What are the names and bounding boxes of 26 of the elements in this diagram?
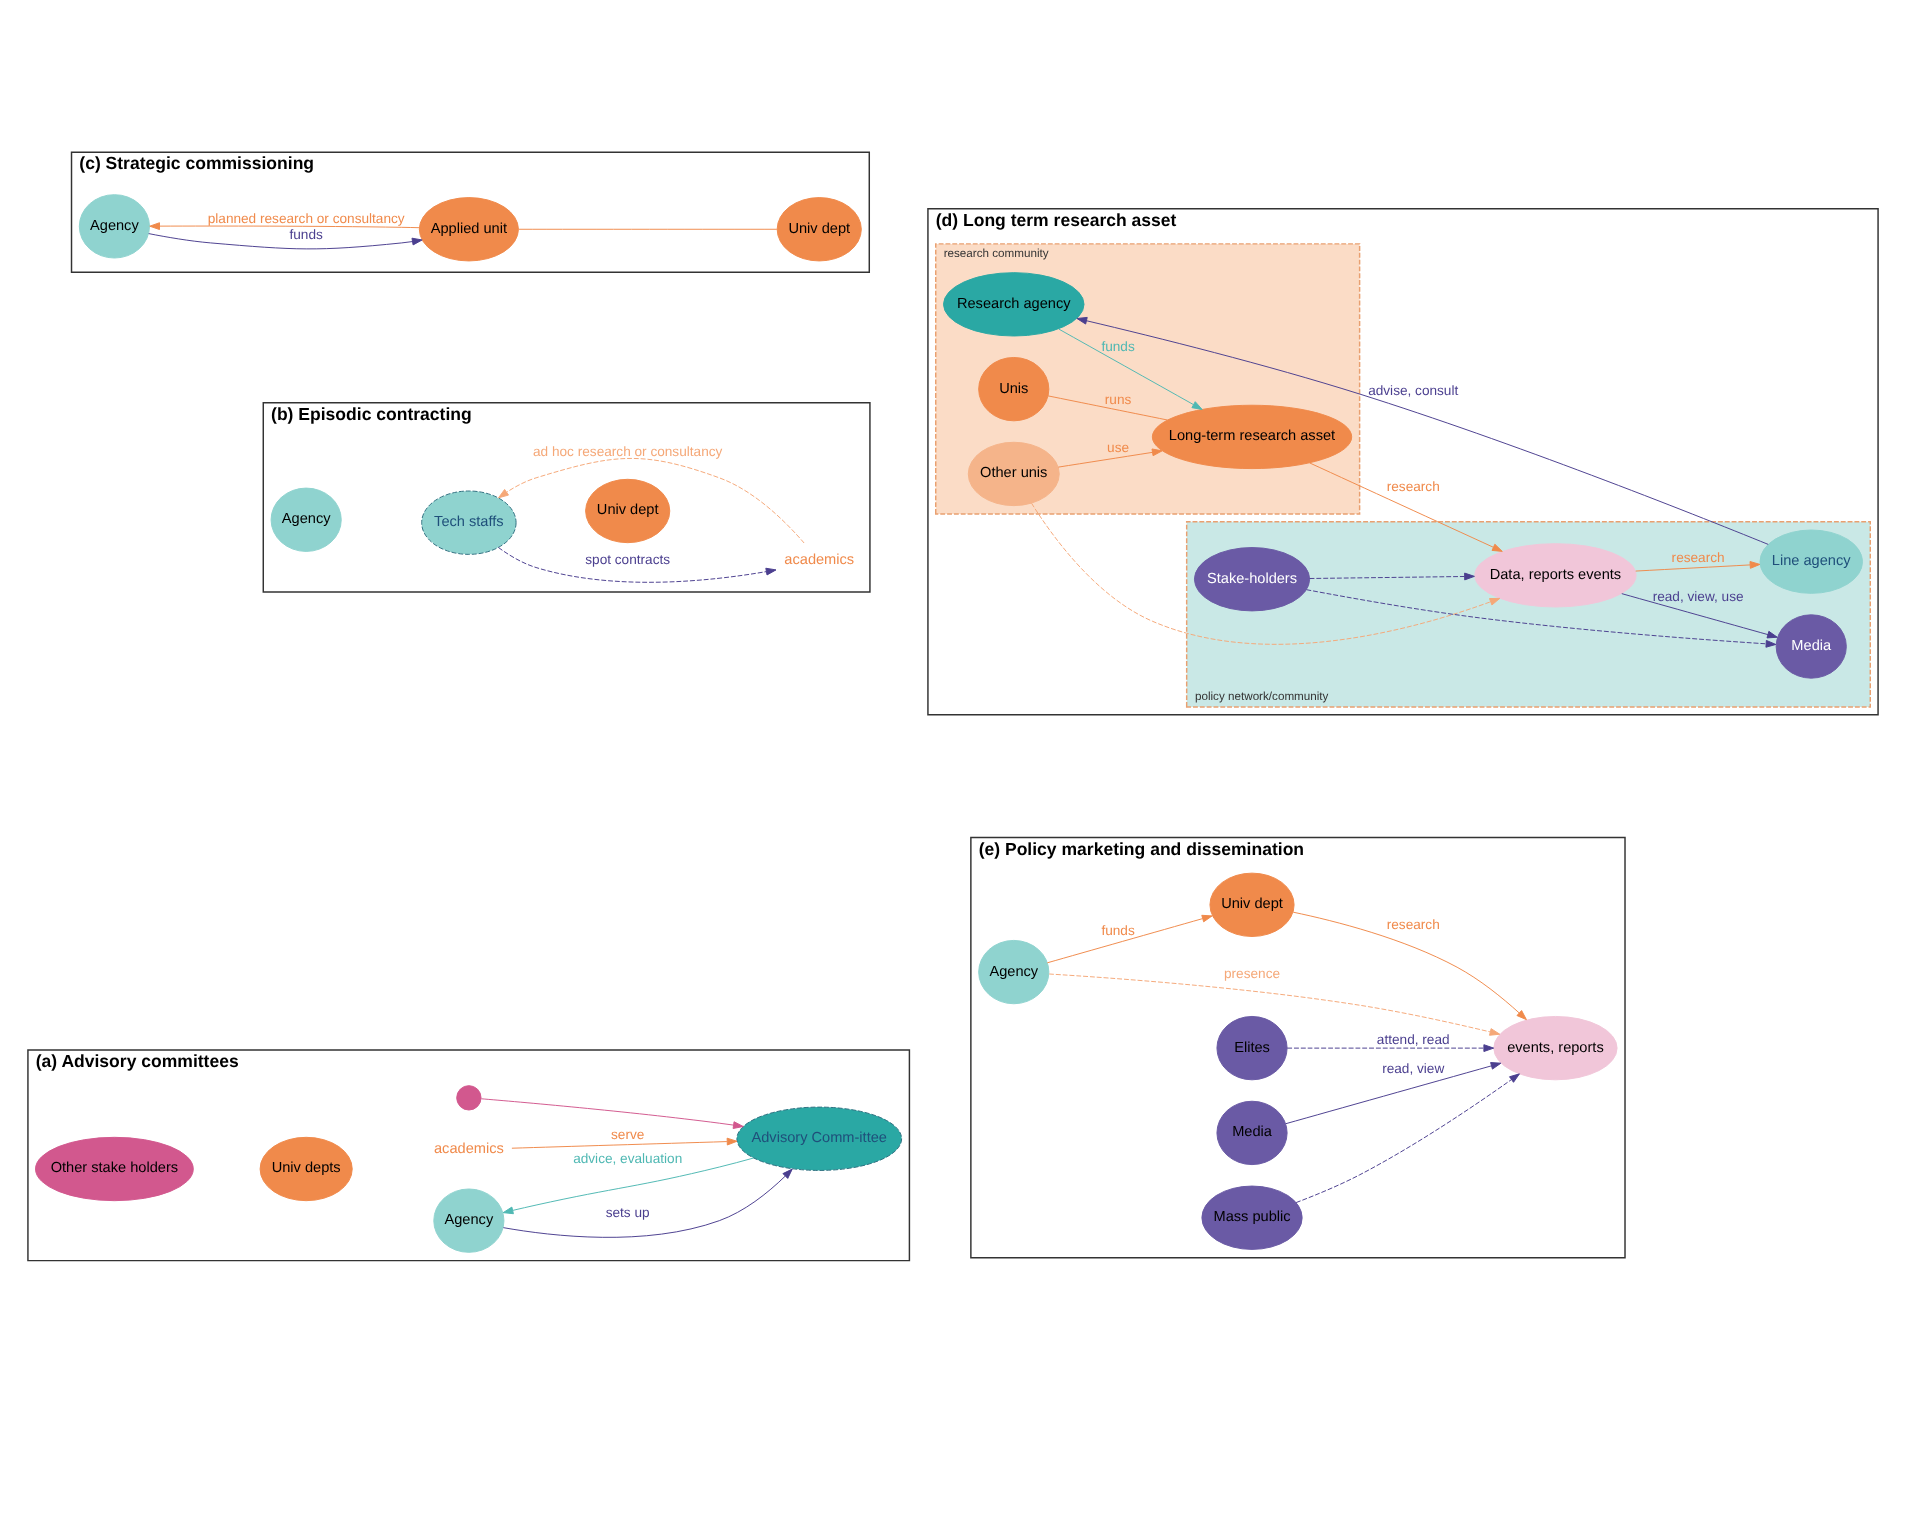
arrow <box>502 1167 793 1237</box>
arrow <box>148 232 423 249</box>
arrow <box>1621 592 1778 638</box>
arrow <box>149 221 420 230</box>
arrow <box>1285 1061 1502 1124</box>
arrow <box>480 1097 744 1128</box>
arrow <box>1031 501 1501 644</box>
connector <box>518 227 778 229</box>
arrow <box>1295 1072 1520 1203</box>
arrow <box>1292 910 1527 1020</box>
arrow <box>502 1156 754 1214</box>
arrow <box>1306 588 1777 647</box>
arrow <box>1309 571 1475 580</box>
arrow <box>1076 315 1769 544</box>
arrow <box>1058 327 1203 409</box>
arrow <box>1635 560 1761 571</box>
arrow <box>511 1136 738 1148</box>
arrow <box>1309 461 1503 551</box>
arrow <box>498 456 805 543</box>
arrow <box>1048 972 1501 1035</box>
connector <box>1047 394 1168 420</box>
node-circle <box>456 1084 482 1110</box>
arrow <box>498 546 777 582</box>
arrow <box>1057 447 1163 467</box>
arrow <box>1046 913 1213 963</box>
arrow <box>1286 1043 1495 1051</box>
